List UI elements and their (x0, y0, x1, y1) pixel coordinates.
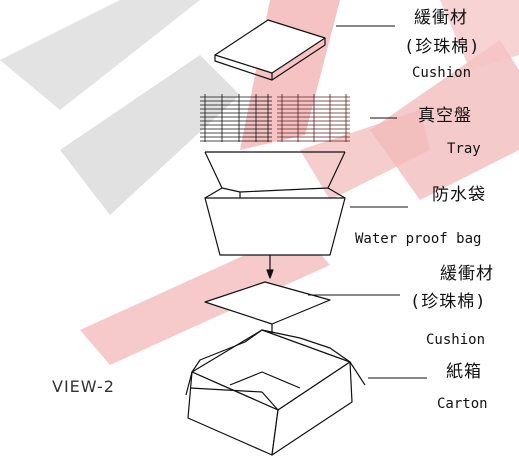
tray-shape (200, 94, 350, 142)
bag-shape (204, 151, 346, 256)
bag-zh: 防水袋 (432, 185, 486, 205)
carton-shape (185, 329, 366, 456)
bag-en: Water proof bag (355, 231, 482, 247)
cushion-top-zh: 緩衝材 (414, 8, 468, 28)
carton-en: Carton (437, 396, 488, 412)
cushion-top-zh-sub: (珍珠棉) (404, 37, 481, 57)
cushion-top-shape (214, 19, 326, 81)
down-arrow-icon (266, 255, 274, 279)
leader-lines (308, 25, 427, 379)
watermark (0, 0, 519, 365)
view-label: VIEW-2 (52, 377, 115, 396)
tray-zh: 真空盤 (418, 106, 472, 126)
cushion-bottom-zh: 緩衝材 (440, 264, 494, 284)
cushion-bottom-en: Cushion (426, 332, 486, 348)
carton-zh: 紙箱 (446, 362, 482, 382)
cushion-top-en: Cushion (412, 65, 472, 81)
tray-en: Tray (447, 141, 481, 157)
cushion-bottom-zh-sub: (珍珠棉) (410, 292, 487, 312)
